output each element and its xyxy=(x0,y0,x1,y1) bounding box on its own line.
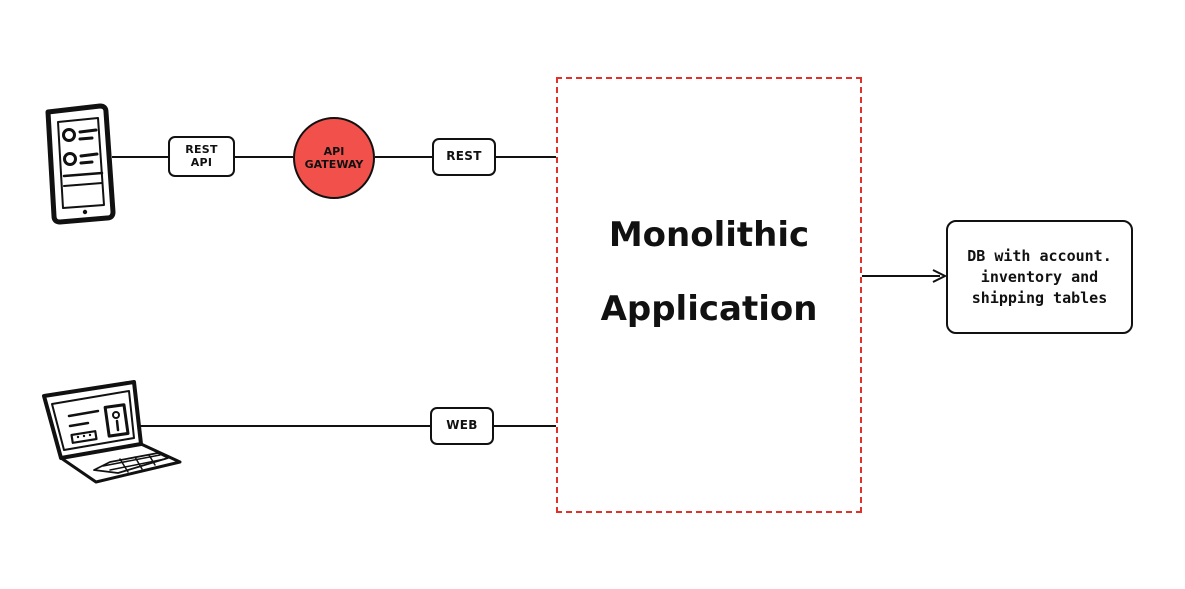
rest-label: REST xyxy=(432,138,496,176)
database-node: DB with account. inventory and shipping … xyxy=(946,220,1133,334)
rest-api-label: REST API xyxy=(168,136,235,177)
api-gateway-node: API GATEWAY xyxy=(293,117,375,199)
monolithic-application-box: Monolithic Application xyxy=(556,77,862,513)
monolith-title-line1: Monolithic xyxy=(608,215,810,255)
web-label: WEB xyxy=(430,407,494,445)
mobile-phone-icon xyxy=(45,103,116,225)
laptop-icon xyxy=(42,380,182,484)
monolith-title-line2: Application xyxy=(600,289,818,329)
arrowhead-db xyxy=(932,269,948,283)
